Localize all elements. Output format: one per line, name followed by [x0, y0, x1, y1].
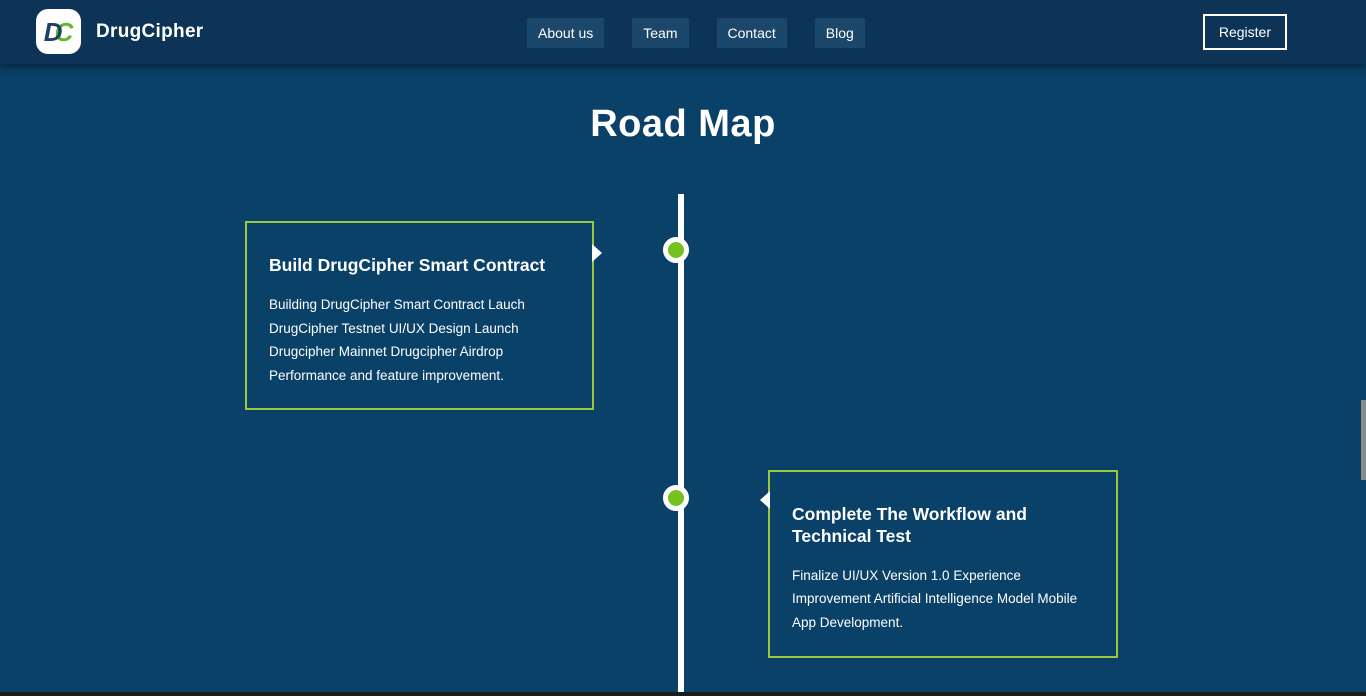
milestone-card-workflow-test: Complete The Workflow and Technical Test…: [760, 470, 1118, 658]
brand[interactable]: D C DrugCipher: [36, 9, 204, 54]
logo-letter-c: C: [54, 16, 74, 47]
logo-letter-d: D: [43, 16, 63, 47]
navbar: D C DrugCipher About us Team Contact Blo…: [0, 0, 1366, 64]
nav-item-blog[interactable]: Blog: [814, 18, 865, 48]
card-arrow-left-icon: [760, 491, 770, 509]
timeline-line: [678, 194, 684, 696]
timeline-dot-1: [663, 237, 689, 263]
bottom-edge-strip: [0, 692, 1366, 696]
page-title: Road Map: [590, 103, 776, 145]
drugcipher-logo-icon: D C: [36, 9, 81, 54]
milestone-description: Finalize UI/UX Version 1.0 Experience Im…: [792, 567, 1078, 630]
milestone-title: Build DrugCipher Smart Contract: [269, 255, 546, 275]
register-button[interactable]: Register: [1202, 14, 1287, 50]
main-nav: About us Team Contact Blog: [527, 18, 865, 48]
timeline-dot-2: [663, 485, 689, 511]
milestone-title: Complete The Workflow and Technical Test: [792, 504, 1027, 546]
milestone-description: Building DrugCipher Smart Contract Lauch…: [269, 296, 525, 383]
scrollbar-thumb[interactable]: [1361, 400, 1366, 480]
milestone-card-smart-contract: Build DrugCipher Smart Contract Building…: [245, 221, 602, 410]
nav-item-team[interactable]: Team: [632, 18, 689, 48]
nav-item-contact[interactable]: Contact: [716, 18, 787, 48]
brand-name: DrugCipher: [96, 20, 204, 42]
nav-item-about-us[interactable]: About us: [527, 18, 605, 48]
card-arrow-right-icon: [592, 244, 602, 262]
